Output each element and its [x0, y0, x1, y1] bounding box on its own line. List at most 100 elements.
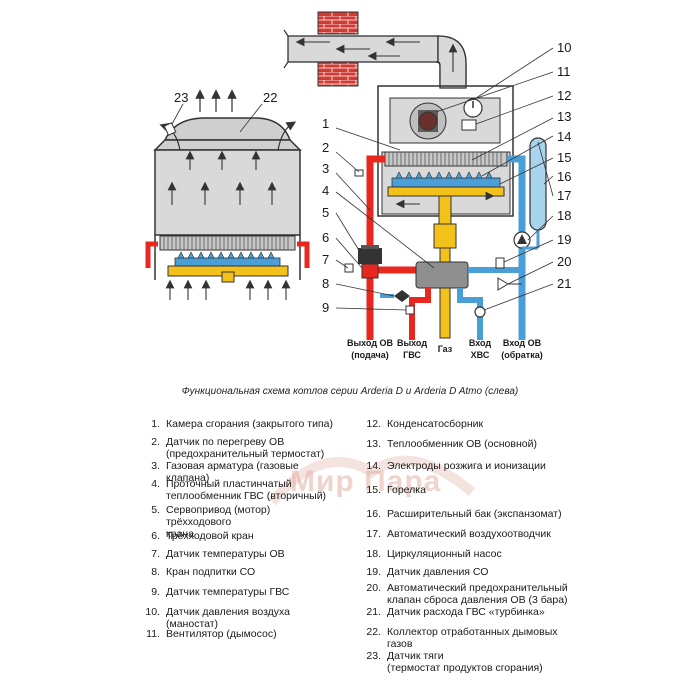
legend-text: Датчик давления воздуха (маностат) — [166, 606, 291, 630]
boiler-diagram: 1 2 3 4 5 6 7 8 9 10 11 12 13 14 15 16 1… — [145, 11, 571, 360]
legend-num: 19. — [366, 566, 381, 578]
legend-text: Конденсатосборник — [387, 418, 484, 430]
legend-num: 13. — [366, 438, 381, 450]
atmo-chamber — [154, 149, 301, 236]
return-pipe — [507, 155, 526, 340]
legend-num: 1. — [151, 418, 160, 430]
legend-text: Коллектор отработанных дымовых газов — [387, 626, 558, 650]
legend-text: Газовая арматура (газовые клапана) — [166, 460, 299, 484]
atmo-boiler — [145, 89, 310, 300]
watermark-text: Мир Пара — [290, 465, 442, 498]
servo-motor — [358, 248, 382, 264]
callout-12: 12 — [557, 88, 571, 103]
callout-6: 6 — [322, 230, 329, 245]
label-supply-line2: (подача) — [351, 350, 389, 360]
legend-text: Датчик по перегреву ОВ (предохранительны… — [166, 436, 325, 460]
legend-text: Циркуляционный насос — [387, 548, 502, 560]
callout-2: 2 — [322, 140, 329, 155]
legend-text: Расширительный бак (экспанзомат) — [387, 508, 562, 520]
gas-valve — [433, 223, 457, 249]
legend-text: Горелка — [387, 484, 426, 496]
legend-text: Электроды розжига и ионизации — [387, 460, 546, 472]
legend-text: Датчик температуры ОВ — [166, 548, 285, 560]
legend-num: 11. — [146, 628, 160, 640]
legend-num: 7. — [151, 548, 160, 560]
callout-5: 5 — [322, 205, 329, 220]
legend-num: 15. — [366, 484, 381, 496]
callout-10: 10 — [557, 40, 571, 55]
label-return-line2: (обратка) — [501, 350, 542, 360]
legend-num: 9. — [151, 586, 160, 598]
cold-water-pipe — [457, 288, 483, 340]
legend-num: 8. — [151, 566, 160, 578]
legend-num: 16. — [366, 508, 381, 520]
legend-text: Сервопривод (мотор) трёхходового крана — [166, 504, 271, 540]
legend-num: 21. — [366, 606, 381, 618]
flue-collector — [163, 117, 292, 141]
legend-num: 23. — [366, 650, 381, 662]
callout-4: 4 — [322, 183, 329, 198]
expansion-tank — [529, 137, 547, 231]
label-gas: Газ — [438, 344, 453, 354]
callout-18: 18 — [557, 208, 571, 223]
callout-9: 9 — [322, 300, 329, 315]
legend-text: Вентилятор (дымосос) — [166, 628, 277, 640]
legend-num: 6. — [151, 530, 160, 542]
legend-text: Датчик давления СО — [387, 566, 489, 578]
legend-num: 12. — [366, 418, 381, 430]
label-dhw-line2: ГВС — [403, 350, 421, 360]
draft-sensor-icon — [163, 122, 177, 136]
legend-text: Датчик температуры ГВС — [166, 586, 290, 598]
flow-sensor-icon — [474, 306, 486, 318]
callout-22: 22 — [263, 90, 277, 105]
callout-21: 21 — [557, 276, 571, 291]
legend-num: 22. — [366, 626, 381, 638]
closed-boiler — [283, 11, 554, 340]
callout-14: 14 — [557, 129, 571, 144]
label-cold-line2: ХВС — [471, 350, 490, 360]
dhw-plate-exchanger — [415, 261, 469, 289]
legend-text: Автоматический воздухоотводчик — [387, 528, 551, 540]
legend-text: Автоматический предохранительный клапан … — [387, 582, 568, 606]
callout-3: 3 — [322, 161, 329, 176]
callout-23: 23 — [174, 90, 188, 105]
wall-brick-top — [317, 11, 359, 35]
callout-16: 16 — [557, 169, 571, 184]
legend-text: Датчик тяги (термостат продуктов сгорани… — [387, 650, 543, 674]
legend-num: 2. — [151, 436, 160, 448]
callout-8: 8 — [322, 276, 329, 291]
burner — [391, 177, 501, 188]
legend-text: Проточный пластинчатый теплообменник ГВС… — [166, 478, 327, 502]
legend-text: Камера сгорания (закрытого типа) — [166, 418, 333, 430]
callout-19: 19 — [557, 232, 571, 247]
supply-pipe — [366, 155, 385, 340]
legend-num: 5. — [151, 504, 160, 516]
legend-text: Датчик расхода ГВС «турбинка» — [387, 606, 545, 618]
diagram-caption: Функциональная схема котлов серии Arderi… — [181, 386, 519, 397]
callout-7: 7 — [322, 252, 329, 267]
callout-15: 15 — [557, 150, 571, 165]
legend-text: Трёхходовой кран — [166, 530, 254, 542]
legend-num: 3. — [151, 460, 160, 472]
connection-labels: Выход ОВ (подача) Выход ГВС Газ Вход ХВС… — [347, 338, 543, 360]
label-return-line1: Вход ОВ — [503, 338, 542, 348]
callout-17: 17 — [557, 188, 571, 203]
legend-num: 10. — [145, 606, 160, 618]
legend-num: 14. — [366, 460, 381, 472]
callout-11: 11 — [557, 64, 571, 79]
callout-20: 20 — [557, 254, 571, 269]
legend-num: 18. — [366, 548, 381, 560]
legend-num: 4. — [151, 478, 160, 490]
callout-13: 13 — [557, 109, 571, 124]
legend-text: Кран подпитки СО — [166, 566, 256, 578]
legend-num: 17. — [366, 528, 381, 540]
label-dhw-line1: Выход — [397, 338, 427, 348]
callout-1: 1 — [322, 116, 329, 131]
legend-text: Теплообменник ОВ (основной) — [387, 438, 537, 450]
legend-num: 20. — [366, 582, 381, 594]
gas-inlet-pipe — [439, 247, 451, 339]
wall-brick-bottom — [317, 61, 359, 87]
callout-numbers: 1 2 3 4 5 6 7 8 9 10 11 12 13 14 15 16 1… — [174, 40, 571, 315]
label-supply-line1: Выход ОВ — [347, 338, 394, 348]
label-cold-line1: Вход — [469, 338, 492, 348]
